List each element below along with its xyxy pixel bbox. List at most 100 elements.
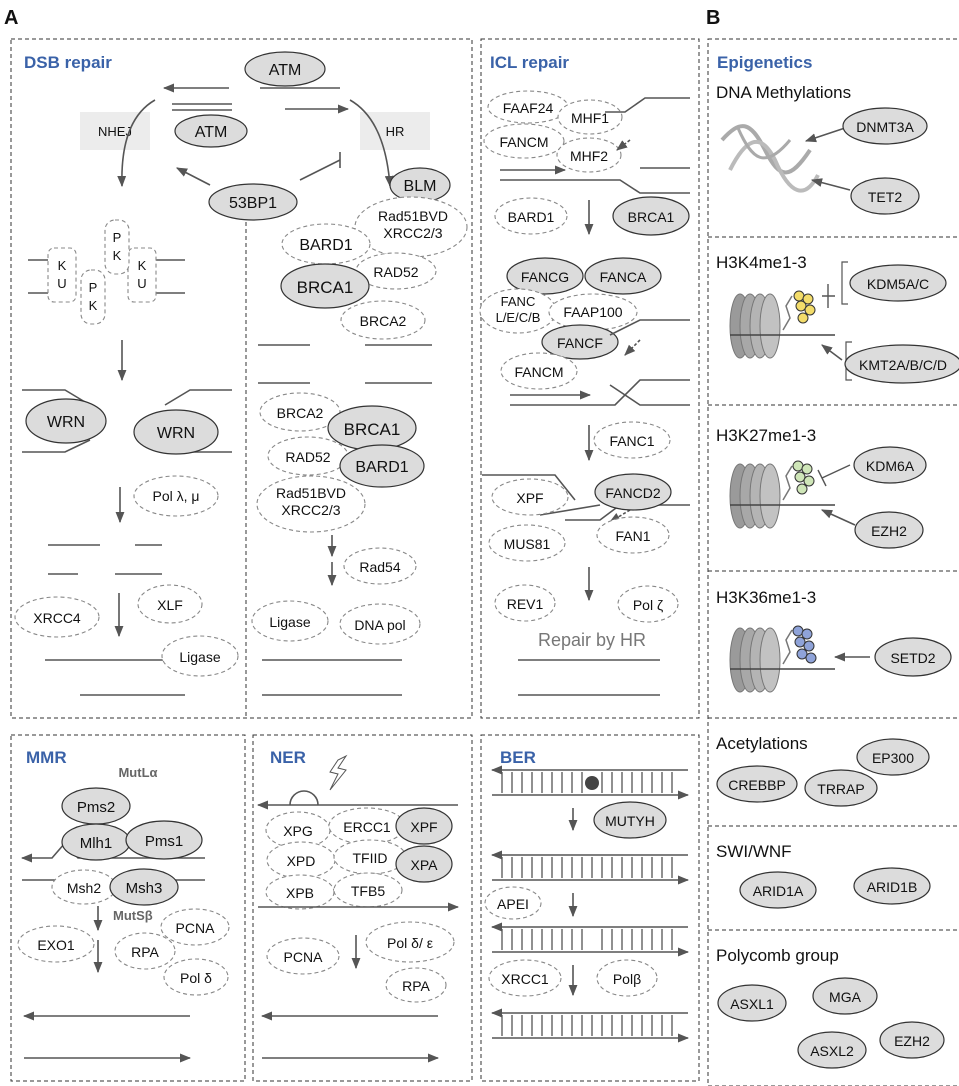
mutla-label: MutLα	[118, 765, 157, 780]
ner-xpf-label: XPF	[410, 819, 437, 835]
ner-pcna-label: PCNA	[284, 949, 324, 965]
fanc1-oval	[593, 421, 671, 459]
epi-title: Epigenetics	[717, 53, 812, 72]
kdm5-bracket	[841, 261, 848, 305]
asxl1-oval	[717, 984, 787, 1022]
wrn1-label: WRN	[47, 414, 85, 431]
crebbp-label: CREBBP	[728, 777, 786, 793]
h3k27-title: H3K27me1-3	[716, 426, 816, 445]
xrcc1-label: XRCC1	[501, 971, 549, 987]
kmt2-arrow	[821, 344, 843, 361]
ber-dna-3	[490, 922, 690, 957]
fancm-oval	[483, 123, 565, 159]
ber-dna-2	[490, 850, 690, 885]
wrn1-oval	[25, 398, 107, 444]
poly-title: Polycomb group	[716, 946, 839, 965]
bard1-label: BARD1	[299, 237, 352, 254]
fan1-oval	[596, 516, 670, 554]
kdm5-inhibit	[822, 284, 835, 308]
pms2-label: Pms2	[77, 799, 115, 816]
dsb-title: DSB repair	[24, 53, 112, 72]
mmr-title: MMR	[26, 748, 67, 767]
fancg-label: FANCG	[521, 269, 569, 285]
dnmt3a-arrow	[804, 127, 846, 143]
icl-fork-1	[500, 97, 690, 194]
wrn2-label: WRN	[157, 425, 195, 442]
h3k36-methyl-icon	[792, 625, 817, 664]
panel-letter-a: A	[4, 7, 18, 29]
fancd2-oval	[594, 473, 672, 511]
dnameth-title: DNA Methylations	[716, 83, 851, 102]
mus81-oval	[488, 524, 566, 562]
rad54-oval	[343, 547, 417, 585]
atm-top-label: ATM	[269, 62, 302, 79]
xlf-oval	[137, 584, 203, 624]
pcna-label: PCNA	[176, 920, 216, 936]
epi-box	[707, 38, 959, 1086]
rad51-oval	[354, 196, 468, 258]
trrap-label: TRRAP	[817, 781, 864, 797]
brca1-label: BRCA1	[297, 278, 354, 297]
exo1-label: EXO1	[37, 937, 75, 953]
setd2-oval	[874, 637, 952, 677]
fan1-label: FAN1	[615, 528, 650, 544]
mga-label: MGA	[829, 989, 862, 1005]
ezh2-oval	[854, 511, 924, 549]
ligase-label: Ligase	[179, 649, 220, 665]
tet2-label: TET2	[868, 189, 902, 205]
ligase-oval	[161, 635, 239, 677]
blm-label: BLM	[404, 178, 437, 195]
atm-oval	[174, 114, 248, 148]
swi-title: SWI/WNF	[716, 842, 792, 861]
asxl1-label: ASXL1	[730, 996, 774, 1012]
polb-oval	[596, 959, 658, 997]
arid1b-oval	[853, 867, 931, 905]
fanca-oval	[584, 257, 662, 295]
ber-dna-4	[490, 1008, 690, 1043]
rad52-label: RAD52	[373, 264, 418, 280]
tet2-arrow	[810, 178, 851, 191]
mmr-box	[10, 734, 246, 1082]
xpf-label: XPF	[516, 490, 543, 506]
ku-pk-complex	[28, 219, 185, 325]
mhf1-label: MHF1	[571, 110, 609, 126]
h3k4-tail	[782, 295, 793, 331]
fancf-oval	[541, 324, 619, 360]
rad51b-oval	[256, 475, 366, 533]
kdm5-oval	[849, 264, 947, 302]
nhej-arrow	[117, 99, 156, 188]
h3k4-methyl-icon	[793, 290, 816, 324]
tfb5-oval	[333, 872, 403, 908]
xpa-label: XPA	[411, 857, 439, 873]
ezh2b-oval	[879, 1021, 945, 1059]
setd2-label: SETD2	[890, 650, 935, 666]
dsb-top-strands	[162, 83, 350, 114]
bard1b-oval	[339, 444, 425, 488]
dnapol-oval	[339, 603, 421, 645]
kdm5-label: KDM5A/C	[867, 276, 929, 292]
arid1a-label: ARID1A	[753, 883, 804, 899]
nhej-box	[80, 112, 150, 150]
xpf-oval	[491, 478, 569, 516]
mus81-label: MUS81	[504, 536, 551, 552]
hr-strands	[258, 344, 432, 696]
dnmt3a-label: DNMT3A	[856, 119, 914, 135]
arid1a-oval	[739, 871, 817, 909]
dsb-nhej-strands	[45, 544, 185, 696]
rev1-oval	[494, 584, 556, 622]
repair-by-hr-label: Repair by HR	[538, 630, 646, 650]
fancd2-label: FANCD2	[605, 485, 660, 501]
asxl2-label: ASXL2	[810, 1043, 854, 1059]
ligase2-label: Ligase	[269, 614, 310, 630]
apei-oval	[484, 886, 542, 920]
ercc1-label: ERCC1	[343, 819, 391, 835]
h3k36-tail	[782, 629, 793, 665]
h3k36-title: H3K36me1-3	[716, 588, 816, 607]
acet-title: Acetylations	[716, 734, 808, 753]
icl-box	[480, 38, 700, 719]
ner-title: NER	[270, 748, 306, 767]
